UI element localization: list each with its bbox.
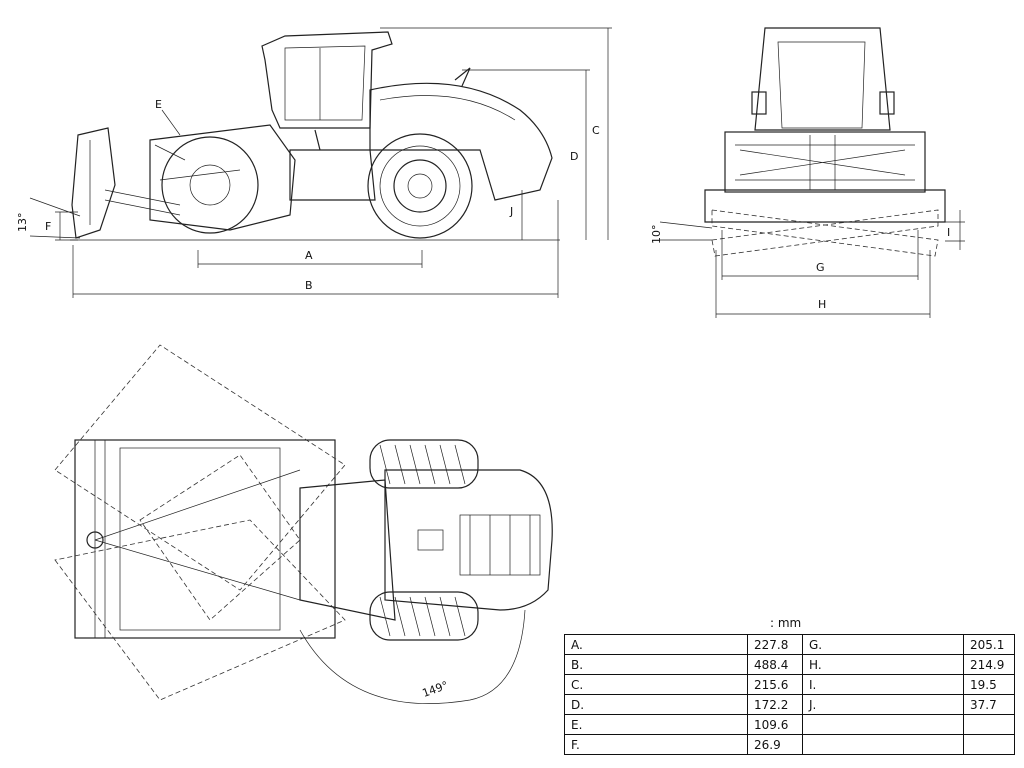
dim-label-g: G [816, 261, 825, 274]
dim-label-b: B [305, 279, 313, 292]
dim-label-c: C [592, 124, 600, 137]
dim-value: 215.6 [747, 674, 803, 695]
dim-label-j: J [509, 205, 513, 218]
dim-value [963, 714, 1015, 735]
dim-value: 488.4 [747, 654, 803, 675]
dim-value: 205.1 [963, 634, 1015, 655]
table-row: E.109.6 [564, 714, 1015, 735]
dim-key [802, 734, 964, 755]
dim-value [963, 734, 1015, 755]
dim-key: A. [564, 634, 748, 655]
dim-key: E. [564, 714, 748, 735]
dim-key: B. [564, 654, 748, 675]
dim-key: J. [802, 694, 964, 715]
dim-value: 172.2 [747, 694, 803, 715]
side-view: A B C D J E F 13° [16, 27, 612, 298]
dim-label-d: D [570, 150, 578, 163]
dim-key: H. [802, 654, 964, 675]
dim-key: C. [564, 674, 748, 695]
dim-key: D. [564, 694, 748, 715]
unit-label: : mm [770, 616, 802, 630]
dim-key: I. [802, 674, 964, 695]
table-row: F.26.9 [564, 734, 1015, 755]
dim-key: G. [802, 634, 964, 655]
dim-label-f: F [45, 220, 51, 233]
dim-value: 26.9 [747, 734, 803, 755]
dim-label-a: A [305, 249, 313, 262]
angle-label-149: 149° [421, 679, 450, 700]
front-view: G H I 10° [650, 27, 965, 318]
angle-label-13: 13° [16, 213, 29, 233]
dim-value: 37.7 [963, 694, 1015, 715]
dim-value: 109.6 [747, 714, 803, 735]
dim-value: 214.9 [963, 654, 1015, 675]
dim-label-h: H [818, 298, 826, 311]
dim-value: 19.5 [963, 674, 1015, 695]
dim-value: 227.8 [747, 634, 803, 655]
dim-label-e: E [155, 98, 162, 111]
top-view: 149° [54, 344, 553, 704]
dim-key: F. [564, 734, 748, 755]
angle-label-10: 10° [650, 225, 663, 245]
dim-label-i: I [947, 226, 950, 239]
dim-key [802, 714, 964, 735]
